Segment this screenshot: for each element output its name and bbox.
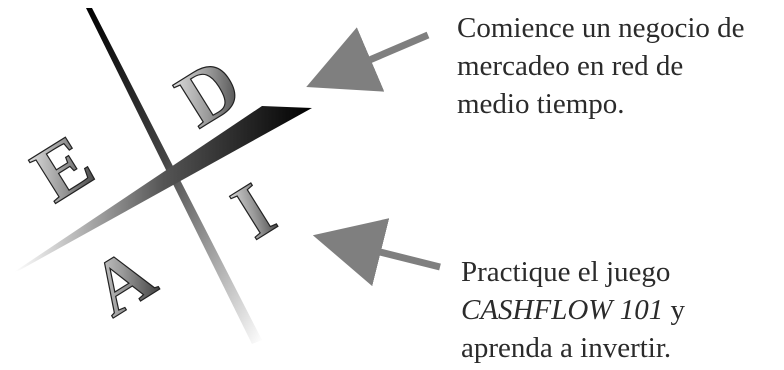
callout-bottom: Practique el juego CASHFLOW 101 y aprend… [461, 253, 685, 367]
callout-top: Comience un negocio de mercadeo en red d… [457, 9, 745, 123]
callout-top-line-1: Comience un negocio de [457, 12, 745, 44]
callout-top-line-2: mercadeo en red de [457, 50, 684, 82]
callout-bottom-line-1: Practique el juego [461, 256, 671, 288]
cashflow-title: CASHFLOW 101 [461, 294, 664, 326]
cross-stroke [14, 106, 312, 272]
letter-a: A [75, 229, 169, 333]
arrow-top [306, 27, 430, 92]
callout-bottom-line-2: CASHFLOW 101 y [461, 291, 685, 329]
letter-i: I [217, 166, 289, 256]
letter-e: E [17, 117, 107, 218]
callout-bottom-line-2-rest: y [663, 294, 685, 326]
arrow-bottom [312, 218, 441, 287]
callout-top-line-3: medio tiempo. [457, 88, 625, 120]
callout-bottom-line-3: aprenda a invertir. [461, 332, 672, 364]
